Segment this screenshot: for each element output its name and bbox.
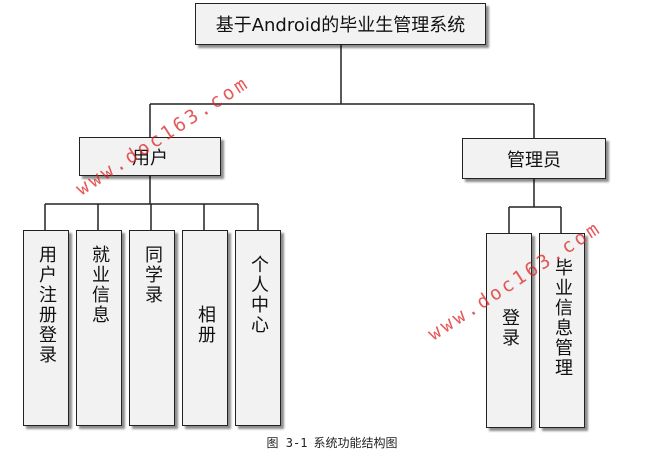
leaf-node-graduate-info-mgmt: 毕业信息管理	[539, 233, 585, 428]
leaf-label: 用户注册登录	[36, 245, 57, 365]
leaf-label: 毕业信息管理	[552, 258, 573, 378]
branch-node-user-label: 用户	[132, 147, 168, 169]
figure-caption: 图 3-1 系统功能结构图	[0, 434, 664, 451]
leaf-node-album: 相册	[182, 230, 228, 426]
leaf-node-personal-center: 个人中心	[235, 230, 281, 426]
branch-node-admin: 管理员	[462, 138, 606, 179]
leaf-label: 相册	[195, 305, 216, 345]
root-node-label: 基于Android的毕业生管理系统	[215, 15, 466, 36]
leaf-label: 就业信息	[89, 245, 110, 325]
branch-node-user: 用户	[79, 137, 221, 176]
figure-title: 系统功能结构图	[313, 436, 398, 450]
root-node: 基于Android的毕业生管理系统	[195, 3, 486, 45]
figure-number: 图 3-1	[266, 436, 308, 450]
leaf-label: 登录	[499, 308, 520, 348]
leaf-label: 个人中心	[248, 255, 269, 335]
leaf-node-classmates: 同学录	[129, 230, 175, 426]
leaf-node-employment-info: 就业信息	[76, 230, 122, 426]
leaf-node-user-register-login: 用户注册登录	[23, 230, 69, 426]
leaf-label: 同学录	[142, 245, 163, 305]
leaf-node-admin-login: 登录	[486, 233, 532, 428]
branch-node-admin-label: 管理员	[507, 149, 561, 171]
